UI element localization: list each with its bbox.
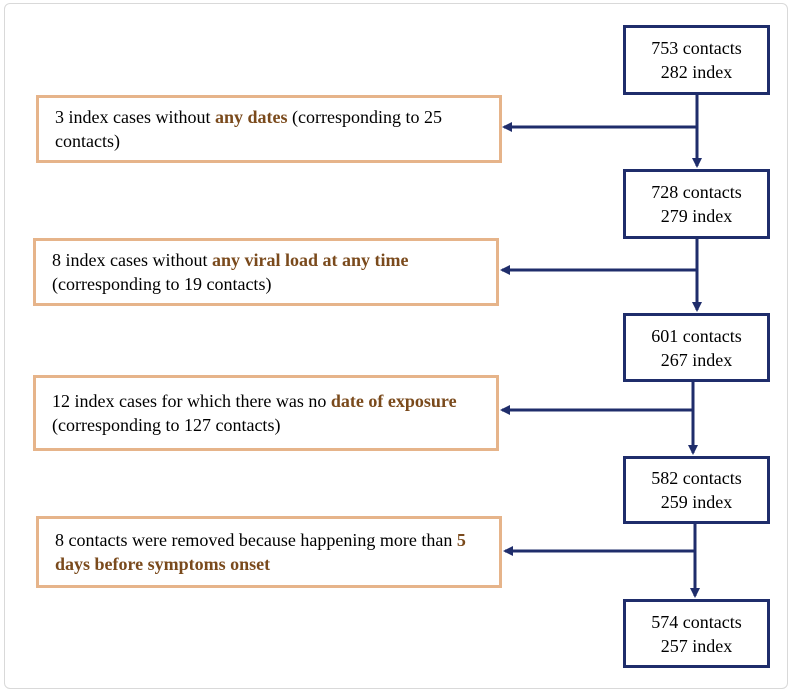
exclusion-text-pre: 8 index cases without (52, 250, 212, 270)
flow-node-2: 728 contacts 279 index (623, 169, 770, 239)
node-contacts: 574 contacts (651, 611, 742, 632)
exclusion-box-3: 12 index cases for which there was no da… (33, 375, 499, 451)
exclusion-box-2: 8 index cases without any viral load at … (33, 238, 499, 306)
exclusion-text-pre: 3 index cases without (55, 107, 215, 127)
exclusion-text-pre: 12 index cases for which there was no (52, 391, 331, 411)
exclusion-highlight: any viral load at any time (211, 250, 409, 270)
node-index: 259 index (660, 492, 733, 512)
exclusion-text-post: (corresponding to 25 contacts) (55, 107, 442, 151)
node-contacts: 601 contacts (651, 325, 742, 346)
exclusion-highlight: 5 days before symptoms onset (55, 530, 466, 574)
exclusion-text-pre: 8 contacts were removed because happenin… (55, 530, 457, 550)
flow-node-5: 574 contacts 257 index (623, 599, 770, 668)
node-contacts: 582 contacts (651, 468, 742, 488)
exclusion-highlight: date of exposure (330, 391, 457, 411)
flow-node-1: 753 contacts 282 index (623, 25, 770, 95)
node-index: 267 index (660, 349, 733, 370)
flow-node-3: 601 contacts 267 index (623, 313, 770, 382)
exclusion-box-1: 3 index cases without any dates (corresp… (36, 95, 502, 163)
exclusion-text-post: (corresponding to 127 contacts) (52, 415, 281, 435)
node-index: 282 index (660, 62, 733, 82)
exclusion-highlight: any dates (214, 107, 288, 127)
exclusion-text-post: (corresponding to 19 contacts) (52, 274, 272, 294)
node-index: 279 index (660, 206, 733, 226)
node-index: 257 index (660, 635, 733, 656)
flow-node-4: 582 contacts 259 index (623, 456, 770, 524)
node-contacts: 728 contacts (651, 182, 742, 202)
node-contacts: 753 contacts (651, 38, 742, 58)
exclusion-box-4: 8 contacts were removed because happenin… (36, 516, 502, 588)
